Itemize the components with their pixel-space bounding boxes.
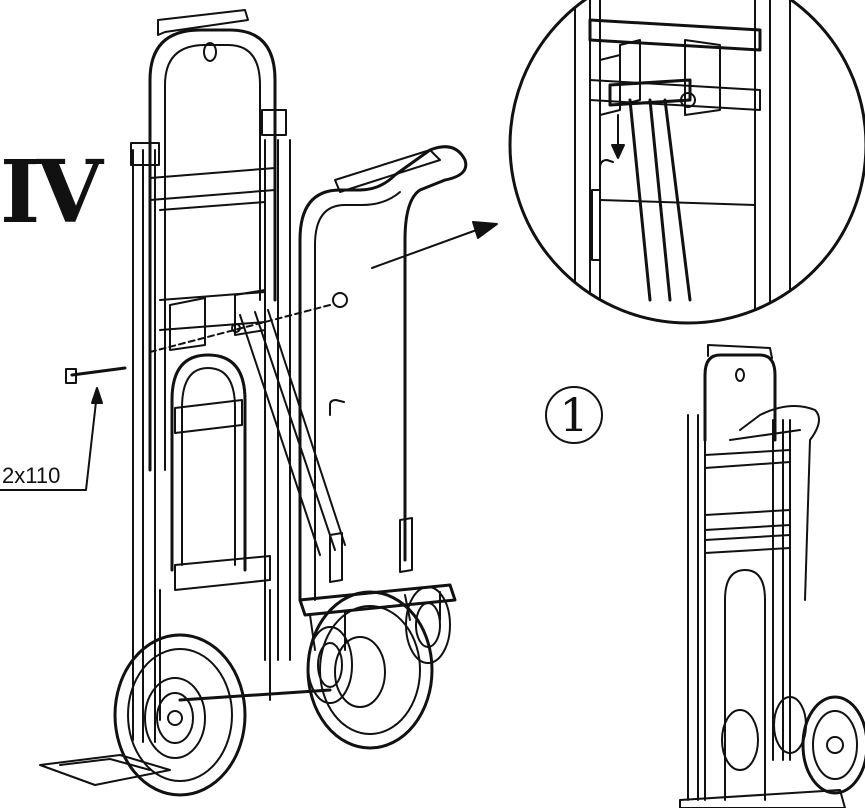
inset-hand-truck [679,344,865,809]
sub-step-number-text: 1 [559,388,589,442]
bolt-2x110 [65,366,127,384]
sub-step-number: 1 [545,386,603,444]
detail-arrow [371,221,498,269]
hand-truck-main-frame [39,9,434,797]
folding-frame [298,145,468,704]
detail-zoom-circle [508,0,865,325]
bolt-leader-arrow [0,387,103,491]
step-number-roman: IV [0,142,103,243]
bolt-size-label: 2x110 [2,463,61,488]
